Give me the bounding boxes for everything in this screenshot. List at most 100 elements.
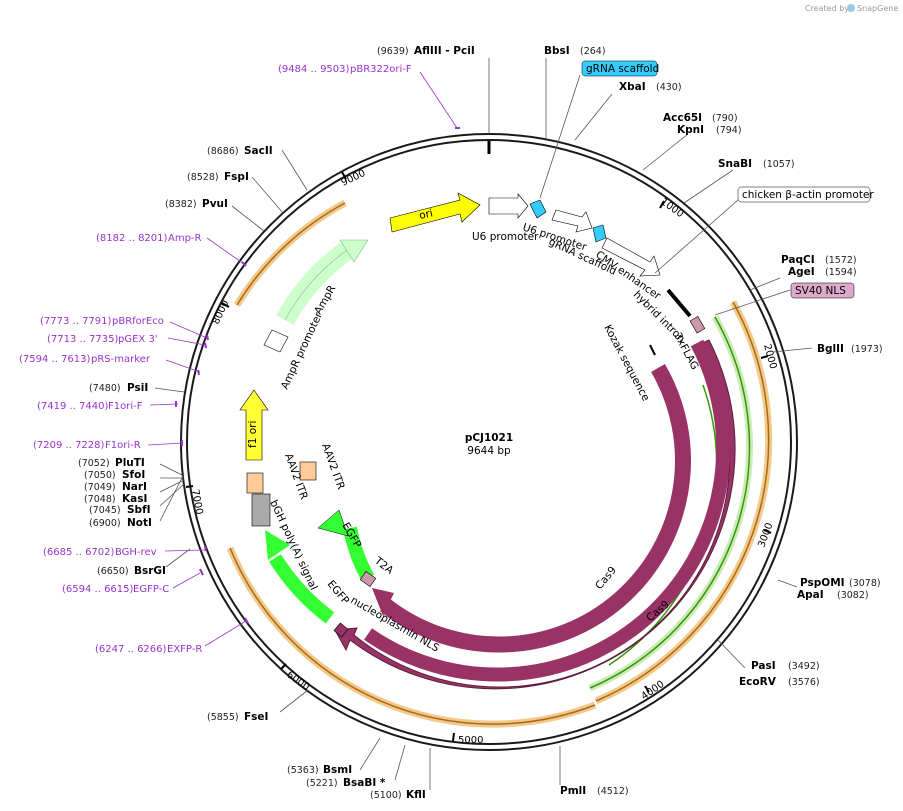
t2a-label: T2A (371, 554, 396, 577)
primer-labels: (9484 .. 9503) pBR322ori-F (8182 .. 8201… (19, 64, 412, 655)
hybrid-intron-bar (666, 288, 692, 318)
snapgene-logo-icon (847, 4, 855, 12)
t2a-box (359, 571, 377, 587)
primer-range: (7773 .. 7791) (40, 316, 112, 327)
egfp-outer-arrowhead (265, 530, 290, 560)
chicken-actin-tag-label: chicken β-actin promoter (742, 189, 874, 201)
aav2-itr-inner-box (299, 461, 317, 481)
flag-box (689, 316, 706, 334)
u6-promoter-arrow-1 (488, 193, 529, 219)
site-name: BbsI (544, 45, 570, 57)
orange-arc-bottom-core (229, 547, 596, 725)
site-pos: (3078) (849, 578, 881, 589)
chicken-actin-tag (737, 186, 871, 203)
primer-range: (7594 .. 7613) (19, 354, 91, 365)
ampr-promoter-label: AmpR promoter (279, 310, 325, 391)
site-pos: (6900) (89, 518, 121, 529)
primer-range: (7419 .. 7440) (37, 401, 109, 412)
cas9-inner-band (380, 363, 691, 653)
cmv-enhancer-arrow (601, 237, 661, 277)
site-pos: (8382) (165, 199, 197, 210)
site-pos: (4512) (597, 786, 629, 797)
primer-name: F1ori-F (108, 401, 143, 412)
site-pos: (6650) (97, 566, 129, 577)
f1-ori-arrow (239, 389, 269, 461)
primer-name: F1ori-R (105, 440, 141, 451)
site-name: PluTI (115, 457, 145, 469)
site-name: BsmI (323, 764, 352, 776)
site-pos: (5855) (207, 712, 239, 723)
cas9-inner-arrowhead (372, 588, 394, 616)
grna-scaffold-arrow-1 (529, 199, 547, 219)
site-pos: (8686) (207, 146, 239, 157)
grna-scaffold-arrow-2 (592, 224, 607, 243)
plasmid-name: pCJ1021 (465, 432, 513, 444)
site-name: XbaI (619, 81, 646, 93)
site-pos: (3576) (788, 677, 820, 688)
credit-brand: SnapGene (857, 4, 898, 13)
site-pos: (7050) (84, 470, 116, 481)
f1-ori-label: f1 ori (247, 421, 259, 448)
tick-6000: 6000 (284, 669, 311, 693)
ori-arrow (389, 192, 481, 233)
site-pos: (3082) (837, 590, 869, 601)
tick-7000: 7000 (189, 489, 204, 516)
egfp-label-inner: EGFP (339, 521, 363, 551)
primer-leader-lines (147, 71, 458, 647)
sv40-nls-tag-label: SV40 NLS (795, 285, 846, 297)
site-name: EcoRV (739, 676, 777, 688)
site-pos: (7480) (89, 383, 121, 394)
site-pos: (9639) (377, 46, 409, 57)
bgh-box (251, 493, 271, 527)
ampr-promoter-arrow (263, 329, 289, 353)
site-name: PasI (751, 660, 776, 672)
primer-name: pRS-marker (91, 354, 151, 365)
primer-name: EGFP-C (133, 584, 169, 595)
kozak-label: Kozak sequence (601, 323, 651, 403)
cas9-label-inner: Cas9 (593, 564, 619, 592)
site-pos: (5100) (370, 790, 402, 801)
boxed-leader-lines (539, 74, 791, 316)
site-name: KasI (122, 493, 147, 505)
site-pos: (264) (580, 46, 606, 57)
primer-range: (6247 .. 6266) (95, 644, 167, 655)
site-name: Acc65I (663, 112, 702, 124)
orange-arc-left-core (236, 202, 346, 306)
site-name: PspOMI (800, 577, 845, 589)
site-name: SacII (244, 145, 273, 157)
site-name: PsiI (127, 382, 148, 394)
sv40-nls-tag (790, 282, 855, 299)
ori-label: ori (418, 207, 434, 222)
site-name: PvuI (202, 198, 228, 210)
grna-scaffold-tag (581, 60, 658, 77)
primer-name: BGH-rev (115, 547, 157, 558)
aav2-itr-outer-box (246, 472, 264, 494)
grna-scaffold-tag-label: gRNA scaffold (586, 63, 659, 75)
site-pos: (7049) (84, 482, 116, 493)
primer-range: (6685 .. 6702) (43, 547, 115, 558)
backbone-inner (186, 139, 792, 745)
site-pos: (790) (712, 113, 738, 124)
site-pos: (5363) (287, 765, 319, 776)
site-name: BsaBI * (343, 777, 386, 789)
site-pos: (7052) (78, 458, 110, 469)
primer-markers (175, 127, 460, 624)
site-name: NotI (127, 517, 152, 529)
site-pos: (7045) (89, 505, 121, 516)
tick-1000: 1000 (658, 196, 685, 220)
site-name: AflIII - PciI (414, 45, 475, 57)
egfp-inner-arrowhead (317, 509, 349, 537)
site-name: SbfI (127, 504, 151, 516)
site-name: PaqCI (781, 254, 815, 266)
u6-promoter-arrow-2 (551, 209, 593, 233)
site-name: FseI (244, 711, 268, 723)
site-name: FspI (224, 171, 249, 183)
site-pos: (794) (716, 125, 742, 136)
primer-range: (7713 .. 7735) (47, 334, 119, 345)
primer-name: pGEX 3' (118, 334, 158, 345)
site-name: KpnI (677, 124, 704, 136)
orange-arc-right-core (595, 301, 770, 702)
site-name: SfoI (122, 469, 145, 481)
plasmid-size: 9644 bp (467, 445, 511, 457)
